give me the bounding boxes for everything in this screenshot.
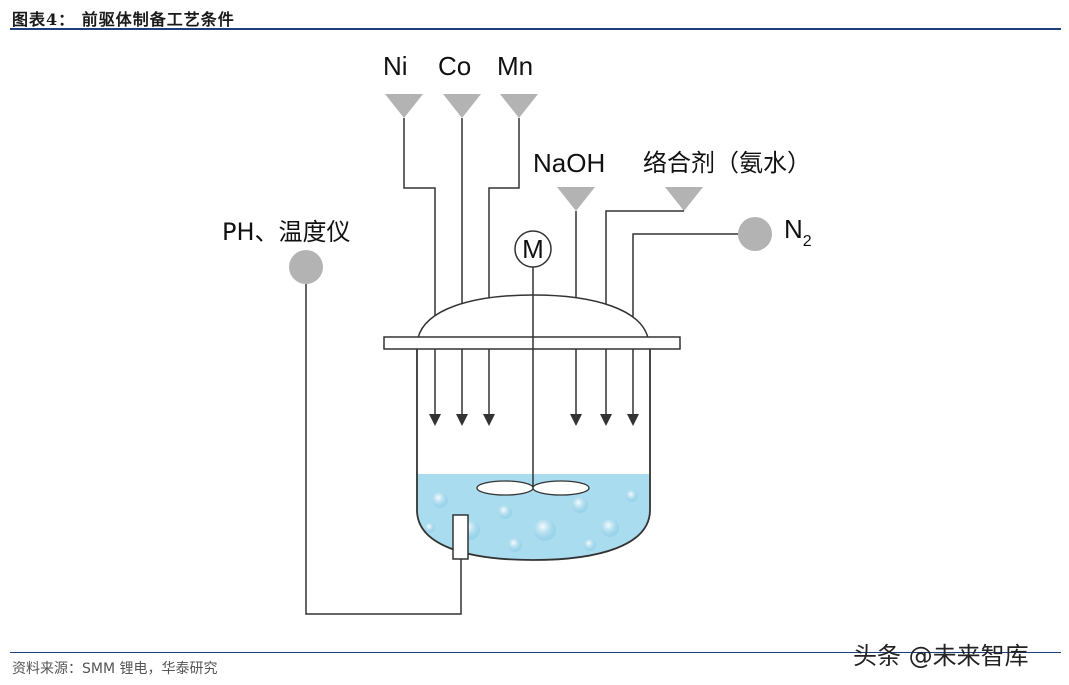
motor-label: M — [522, 234, 544, 264]
ph-meter-label: PH、温度仪 — [222, 218, 351, 246]
ammonia-funnel-icon — [665, 187, 703, 211]
naoh-label: NaOH — [533, 148, 605, 178]
naoh-funnel-icon — [557, 187, 595, 211]
title-divider — [10, 28, 1061, 30]
impeller-blade-right — [532, 480, 590, 496]
complexing-agent-label: 络合剂（氨水） — [643, 149, 811, 177]
mn-feed-line — [483, 118, 520, 426]
mn-funnel-icon — [500, 94, 538, 118]
reactor-lid — [383, 336, 681, 350]
n2-feed-line — [627, 233, 738, 426]
mn-label: Mn — [497, 51, 533, 81]
ammonia-feed-line — [600, 210, 684, 426]
ni-feed-line — [403, 118, 441, 426]
footer-divider — [10, 652, 1061, 653]
ni-label: Ni — [383, 51, 408, 81]
liquid-bubbles — [425, 485, 638, 552]
figure-title: 图表4： 前驱体制备工艺条件 — [12, 10, 235, 29]
ni-funnel-icon — [385, 94, 423, 118]
ph-meter-icon — [289, 250, 323, 284]
n2-label: N2 — [784, 214, 812, 250]
ph-sensor-cable — [305, 284, 462, 615]
impeller-blade-left — [476, 480, 534, 496]
ph-probe — [452, 514, 469, 560]
co-label: Co — [438, 51, 471, 81]
co-funnel-icon — [443, 94, 481, 118]
watermark: 头条 @未来智库 — [853, 642, 1029, 670]
source-note: 资料来源：SMM 锂电，华泰研究 — [12, 661, 218, 677]
reactor-vessel — [416, 349, 651, 561]
n2-source-icon — [738, 217, 772, 251]
